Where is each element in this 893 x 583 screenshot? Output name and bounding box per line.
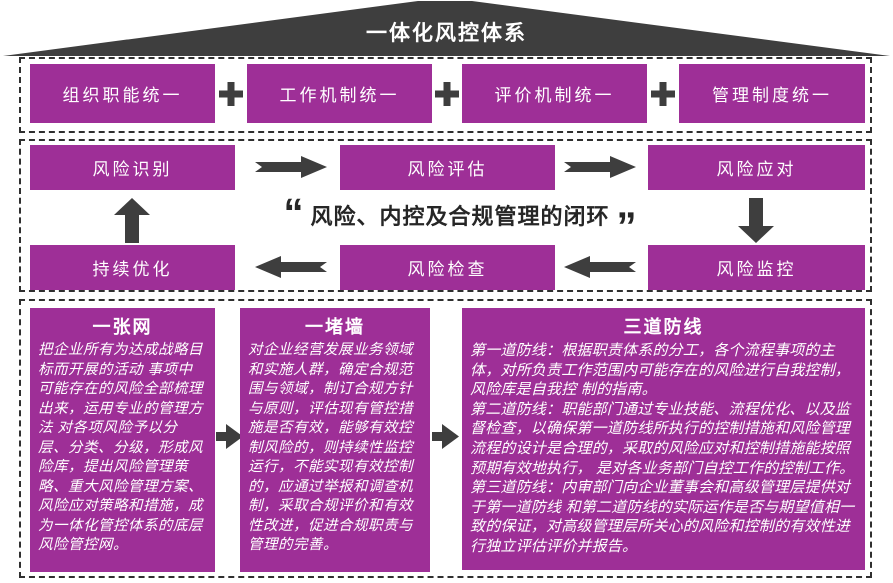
cycle-caption: “风险、内控及合规管理的闭环” <box>170 193 750 247</box>
pillar-title: 三道防线 <box>623 317 704 337</box>
cycle-box-risk-monitoring: 风险监控 <box>648 245 865 290</box>
arrow-right-icon <box>564 156 636 178</box>
plus-icon <box>219 82 243 106</box>
arrow-up-icon <box>114 198 150 243</box>
pillar-body: 对企业经营发展业务领域和实施人群，确定合规范围与领域，制订合规方针与原则，评估现… <box>240 339 430 556</box>
pillar-title: 一堵墙 <box>305 317 365 337</box>
arrow-left-icon <box>255 256 327 278</box>
pillar-paragraph: 对企业经营发展业务领域和实施人群，确定合规范围与领域，制订合规方针与原则，评估现… <box>248 342 413 553</box>
pillar-paragraph: 第一道防线：根据职责体系的分工，各个流程事项的主体，对所负责工作范围内可能存在的… <box>470 342 851 399</box>
pillar-one-net: 一张网 把企业所有为达成战略目标而开展的活动 事项中可能存在的风险全部梳理出来，… <box>30 308 215 572</box>
unify-box-organization: 组织职能统一 <box>30 64 215 123</box>
section-pillars-frame <box>19 299 872 578</box>
open-quote-icon: “ <box>283 191 304 235</box>
roof-shape <box>3 1 890 56</box>
unify-box-management-system: 管理制度统一 <box>679 64 865 123</box>
cycle-box-risk-inspection: 风险检查 <box>340 245 555 290</box>
pillar-one-wall: 一堵墙 对企业经营发展业务领域和实施人群，确定合规范围与领域，制订合规方针与原则… <box>240 308 430 572</box>
plus-icon <box>651 82 675 106</box>
close-quote-icon: ” <box>616 205 637 249</box>
pillar-body: 把企业所有为达成战略目标而开展的活动 事项中可能存在的风险全部梳理出来，运用专业… <box>30 339 215 556</box>
cycle-box-risk-assessment: 风险评估 <box>340 145 555 190</box>
diagram-title: 一体化风控体系 <box>366 22 527 45</box>
pillar-title: 一张网 <box>92 317 153 337</box>
cycle-caption-text: 风险、内控及合规管理的闭环 <box>310 204 610 229</box>
pillar-paragraph: 第二道防线：职能部门通过专业技能、流程优化、以及监督检查，以确保第一道防线所执行… <box>470 400 855 477</box>
cycle-box-risk-identification: 风险识别 <box>30 145 235 190</box>
unify-box-evaluation-mechanism: 评价机制统一 <box>462 64 647 123</box>
arrow-right-icon <box>255 156 327 178</box>
cycle-box-continuous-optimization: 持续优化 <box>30 245 235 290</box>
arrow-down-icon <box>738 198 774 243</box>
plus-icon <box>435 82 459 106</box>
section-cycle-frame <box>19 139 872 292</box>
arrow-left-icon <box>564 256 636 278</box>
pillar-body: 第一道防线：根据职责体系的分工，各个流程事项的主体，对所负责工作范围内可能存在的… <box>462 339 865 557</box>
section-unify-frame <box>19 57 872 133</box>
pillar-three-lines-of-defense: 三道防线 第一道防线：根据职责体系的分工，各个流程事项的主体，对所负责工作范围内… <box>462 308 865 570</box>
pillar-paragraph: 第三道防线：内审部门向企业董事会和高级管理层提供对于第一道防线 和第二道防线的实… <box>470 479 855 555</box>
unify-box-work-mechanism: 工作机制统一 <box>247 64 432 123</box>
cycle-box-risk-response: 风险应对 <box>648 145 865 190</box>
arrow-right-icon <box>216 424 243 449</box>
pillar-paragraph: 把企业所有为达成战略目标而开展的活动 事项中可能存在的风险全部梳理出来，运用专业… <box>38 342 203 553</box>
arrow-right-icon <box>432 424 459 449</box>
